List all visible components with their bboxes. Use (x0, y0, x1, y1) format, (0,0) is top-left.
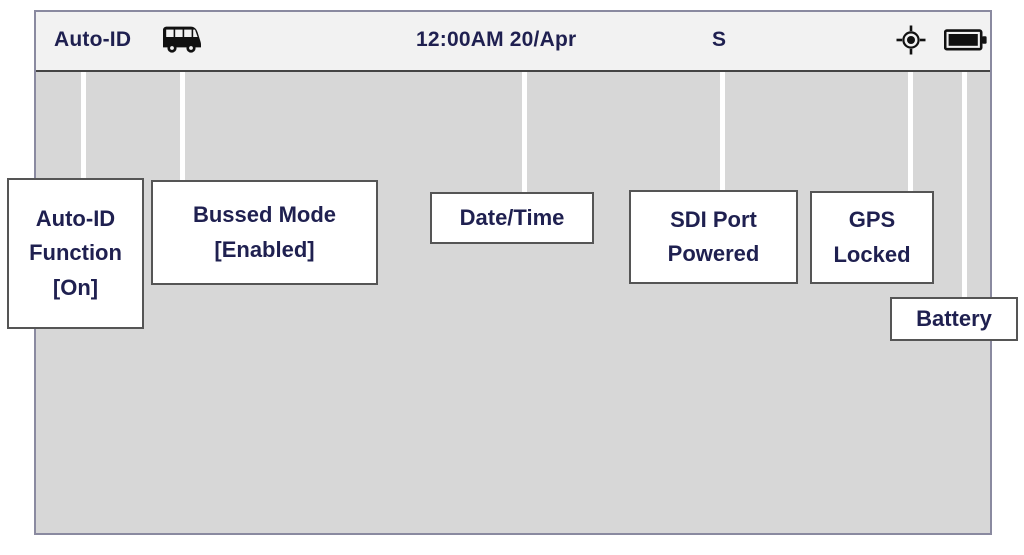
callout-line: GPS (848, 207, 896, 233)
callout-line: Bussed Mode (192, 202, 337, 228)
callout-line: Powered (667, 241, 760, 266)
leader-line-gps (908, 72, 913, 205)
leader-line-date-time (522, 72, 527, 206)
callout-line: [Enabled] (214, 236, 315, 262)
leader-line-auto-id (81, 72, 86, 192)
status-sdi-indicator: S (712, 28, 727, 51)
status-bar: Auto-ID 12:00AM 20/Apr S (36, 12, 990, 72)
callout-gps-locked: GPS Locked (810, 191, 934, 284)
leader-line-bussed-mode (180, 72, 185, 194)
leader-line-sdi-port (720, 72, 725, 204)
gps-crosshair-icon (896, 12, 926, 68)
leader-line-battery (962, 72, 967, 311)
callout-line: Function (29, 240, 122, 266)
status-datetime: 12:00AM 20/Apr (416, 28, 577, 51)
callout-date-time: Date/Time (430, 192, 594, 244)
callout-line: Auto-ID (35, 206, 116, 232)
bus-icon (160, 12, 204, 68)
callout-bussed-mode: Bussed Mode [Enabled] (151, 180, 378, 285)
callout-line: Battery (916, 305, 992, 331)
status-auto-id-label: Auto-ID (54, 28, 132, 51)
callout-line: Locked (833, 241, 911, 267)
callout-line: Date/Time (459, 204, 565, 230)
callout-sdi-port-powered: SDI Port Powered (629, 190, 798, 284)
callout-line: [On] (52, 274, 99, 300)
callout-line: SDI Port (670, 206, 757, 232)
callout-battery: Battery (890, 297, 1018, 341)
callout-auto-id-function: Auto-ID Function [On] (7, 178, 144, 329)
battery-full-icon (944, 12, 988, 68)
